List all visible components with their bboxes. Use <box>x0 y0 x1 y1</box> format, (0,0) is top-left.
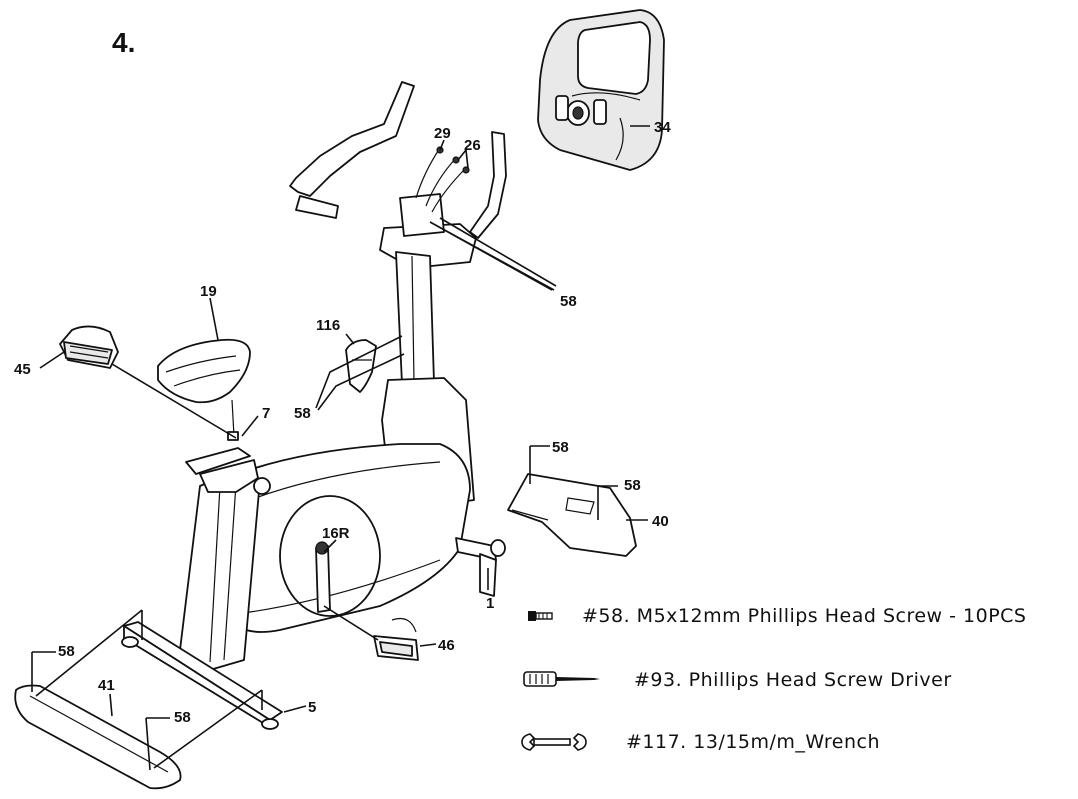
rear-cover-part <box>507 473 637 557</box>
handlebar-part <box>289 81 507 269</box>
seat-slider-part <box>185 447 271 495</box>
callout-29: 29 <box>434 125 451 142</box>
callout-58-console: 58 <box>560 293 577 310</box>
callout-labels: 29 26 34 58 19 116 45 7 58 58 58 40 16R … <box>14 119 671 726</box>
rear-stabilizer-part <box>455 537 506 597</box>
legend-wrench-text: #117. 13/15m/m_Wrench <box>626 731 880 753</box>
step-number: 4. <box>112 27 135 58</box>
callout-41: 41 <box>98 677 115 694</box>
callout-58-rear-cover-a: 58 <box>552 439 569 456</box>
frame-shroud-part <box>179 443 471 675</box>
callout-5: 5 <box>308 699 316 716</box>
leader-lines <box>31 125 650 771</box>
parts-legend: #58. M5x12mm Phillips Head Screw - 10PCS… <box>521 605 1027 753</box>
callout-26: 26 <box>464 137 481 154</box>
callout-46: 46 <box>438 637 455 654</box>
console-part <box>537 9 665 171</box>
wrench-icon <box>521 733 587 751</box>
seat-part <box>157 338 251 441</box>
front-cover-part <box>14 684 182 790</box>
screwdriver-icon <box>523 671 600 687</box>
callout-16r: 16R <box>322 525 350 542</box>
callout-1: 1 <box>486 595 494 612</box>
left-pedal-part <box>59 325 119 369</box>
legend-screwdriver-text: #93. Phillips Head Screw Driver <box>634 669 952 691</box>
crank-arm-part <box>315 541 331 613</box>
legend-screw-text: #58. M5x12mm Phillips Head Screw - 10PCS <box>582 605 1027 627</box>
callout-116: 116 <box>316 317 340 334</box>
callout-58-front-a: 58 <box>58 643 75 660</box>
callout-58-rear-cover-b: 58 <box>624 477 641 494</box>
callout-34: 34 <box>654 119 671 136</box>
callout-58-front-b: 58 <box>174 709 191 726</box>
callout-45: 45 <box>14 361 31 378</box>
callout-40: 40 <box>652 513 669 530</box>
bottle-holder-part <box>345 339 377 393</box>
callout-19: 19 <box>200 283 217 300</box>
right-pedal-part <box>373 617 419 661</box>
front-stabilizer-part <box>121 621 283 730</box>
callout-58-bottle-holder: 58 <box>294 405 311 422</box>
screw-icon <box>528 611 553 621</box>
callout-7: 7 <box>262 405 270 422</box>
